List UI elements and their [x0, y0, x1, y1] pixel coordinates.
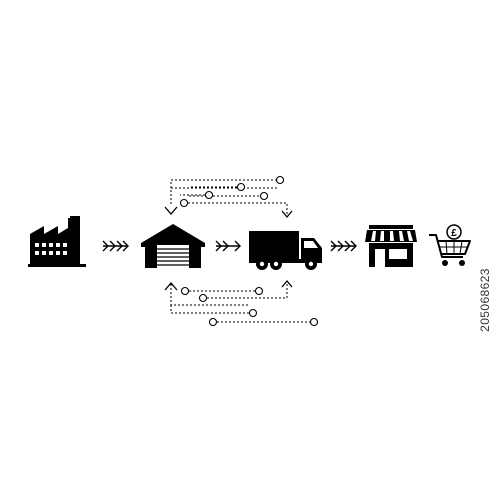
- chevron-down-icon: [164, 206, 178, 215]
- flow-arrow-warehouse-truck: [215, 240, 241, 252]
- delivery-truck-icon: [249, 231, 322, 270]
- factory-icon: [28, 216, 86, 267]
- upper-connector-endpoints: [179, 175, 285, 208]
- upper-connectors: [170, 187, 288, 215]
- lower-connector-1: [170, 284, 249, 306]
- upper-connector-arrowheads: [164, 206, 293, 219]
- connector-node: [275, 175, 285, 185]
- connector-node: [248, 308, 258, 318]
- connector-node: [259, 191, 269, 201]
- connector-node: [180, 286, 190, 296]
- flow-arrow-factory-warehouse: [102, 240, 129, 252]
- chevron-down-icon: [281, 210, 293, 219]
- svg-text:£: £: [451, 228, 457, 239]
- lower-connectors: [170, 282, 310, 323]
- upper-connectors-lead: [170, 179, 276, 196]
- lower-connector-4: [170, 305, 249, 314]
- connector-node: [236, 182, 246, 192]
- chevron-up-icon: [281, 279, 293, 288]
- connector-node: [208, 317, 218, 327]
- upper-connector-1: [170, 187, 277, 204]
- chevron-up-icon: [164, 282, 178, 291]
- store-icon: [365, 225, 417, 267]
- connector-node: [198, 293, 208, 303]
- connector-node: [179, 198, 189, 208]
- watermark-id: 205068623: [472, 180, 498, 420]
- connector-node: [254, 286, 264, 296]
- connector-node: [309, 317, 319, 327]
- connector-node: [204, 190, 214, 200]
- flow-arrow-truck-store: [330, 240, 357, 252]
- warehouse-icon: [141, 224, 205, 268]
- lower-connector-endpoints: [180, 286, 319, 327]
- lower-connector-3: [203, 282, 288, 299]
- shopping-cart-pound-icon: £: [429, 224, 471, 266]
- lower-connector-arrowheads: [164, 279, 293, 291]
- watermark-id-text: 205068623: [478, 268, 492, 332]
- upper-connector-3: [184, 202, 288, 215]
